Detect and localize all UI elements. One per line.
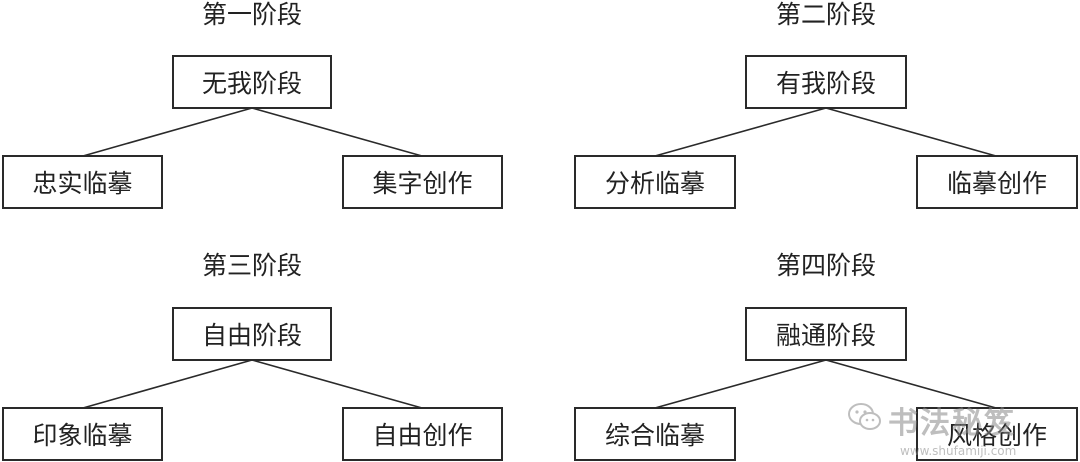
connector-right — [251, 359, 423, 409]
stage-left-node: 分析临摹 — [574, 155, 736, 209]
stage-right-node: 临摹创作 — [916, 155, 1078, 209]
stage-root-node: 自由阶段 — [172, 307, 332, 361]
stage-title: 第一阶段 — [201, 0, 303, 29]
connector-left — [654, 359, 827, 409]
stage-title: 第二阶段 — [775, 0, 877, 29]
connector-left — [654, 107, 827, 157]
connector-right — [825, 107, 997, 157]
stage-left-node: 印象临摹 — [2, 407, 163, 461]
stage-right-node: 集字创作 — [342, 155, 503, 209]
stage-right-node: 风格创作 — [916, 407, 1078, 461]
stage-root-node: 有我阶段 — [745, 55, 907, 109]
stage-title: 第三阶段 — [201, 251, 303, 280]
stage-right-node: 自由创作 — [342, 407, 503, 461]
connector-right — [825, 359, 997, 409]
stage-left-node: 综合临摹 — [574, 407, 736, 461]
connector-left — [82, 359, 253, 409]
stage-left-node: 忠实临摹 — [2, 155, 163, 209]
stage-title: 第四阶段 — [775, 251, 877, 280]
connector-right — [251, 107, 423, 157]
stage-root-node: 无我阶段 — [172, 55, 332, 109]
stage-root-node: 融通阶段 — [745, 307, 907, 361]
connector-left — [82, 107, 253, 157]
